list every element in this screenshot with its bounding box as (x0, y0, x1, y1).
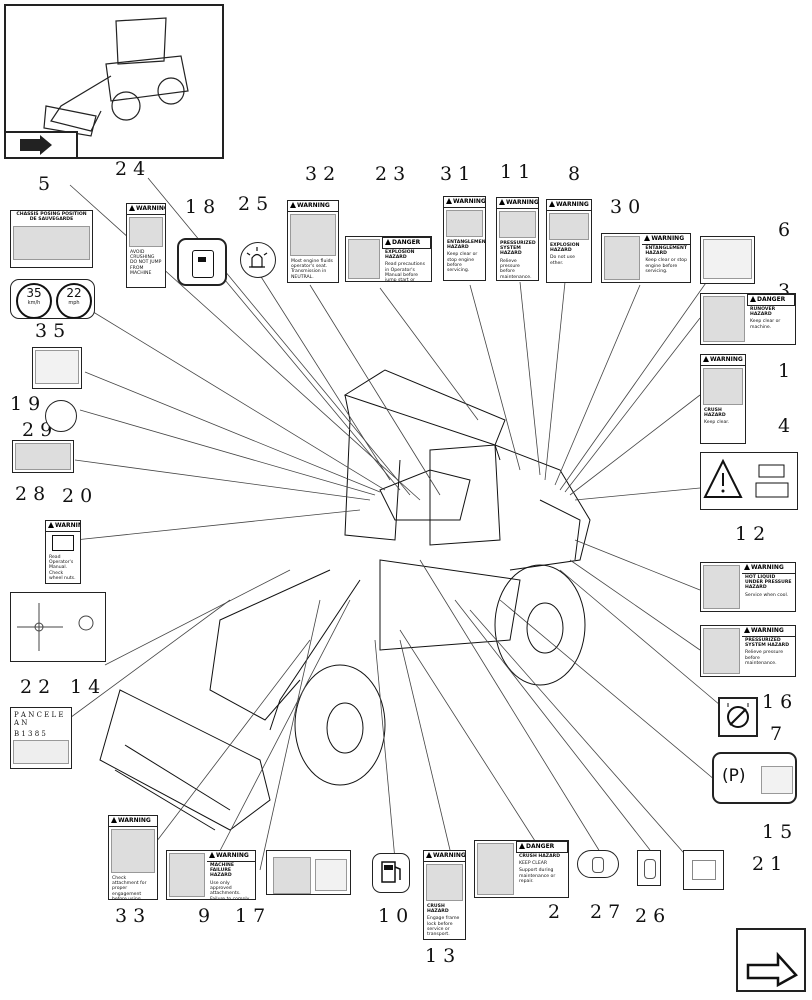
decal-6 (700, 236, 755, 284)
callout-21: 2 1 (752, 853, 782, 875)
beacon-icon (246, 247, 268, 268)
callout-8: 8 (568, 163, 580, 185)
callout-28: 2 8 (15, 483, 45, 505)
callout-13: 1 3 (425, 945, 455, 967)
decal-7-no-hook (718, 697, 758, 737)
callout-4: 4 (778, 415, 790, 437)
callout-25: 2 5 (238, 193, 268, 215)
callout-24: 2 4 (115, 158, 145, 180)
decal-10-fuel (372, 853, 410, 893)
decal-16-pressurized: WARNING PRESSURIZED SYSTEM HAZARD Reliev… (700, 625, 796, 677)
decal-22-line1: P A N C E L E A N (14, 711, 64, 728)
warning-triangle-key-icon (703, 458, 789, 498)
decal-12-hot-liquid: WARNING HOT LIQUID UNDER PRESSURE HAZARD… (700, 562, 796, 612)
callout-32: 3 2 (305, 163, 335, 185)
callout-23: 2 3 (375, 163, 405, 185)
callout-15: 1 5 (762, 821, 792, 843)
callout-22: 2 2 (20, 676, 50, 698)
book-icon (52, 534, 74, 551)
callout-26: 2 6 (635, 905, 665, 927)
decal-17 (266, 850, 351, 895)
callout-7: 7 (770, 723, 782, 745)
decal-11-pressurized: WARNING PRESSURIZED SYSTEM HAZARD Reliev… (496, 197, 539, 281)
decal-4 (700, 452, 798, 510)
decal-35-speed: 35 km/h 22 mph (10, 279, 95, 319)
hand-icon (644, 859, 656, 879)
callout-5: 5 (38, 173, 50, 195)
joystick-pattern-drawing (17, 603, 94, 651)
callout-30: 3 0 (610, 196, 640, 218)
callout-1: 1 (778, 360, 790, 382)
decal-20-read-manual: WARNING Read Operator's Manual. Check wh… (45, 520, 81, 584)
decal-15-parking-brake: (P) (712, 752, 797, 804)
decal-24-crushing-warning: WARNING AVOID CRUSHING DO NOT JUMP FROM … (126, 203, 166, 288)
view-arrow-icon (6, 131, 78, 157)
decal-1-crush-warning: WARNING CRUSH HAZARD Keep clear. (700, 354, 746, 444)
callout-6: 6 (778, 219, 790, 241)
decal-31-entanglement: WARNING ENTANGLEMENT HAZARD Keep clear o… (443, 196, 486, 281)
decal-2-crush-danger: DANGER CRUSH HAZARD KEEP CLEAR Support d… (474, 840, 569, 898)
callout-31: 3 1 (440, 163, 470, 185)
decal-27 (577, 850, 619, 878)
hand-icon (592, 857, 604, 873)
callout-27: 2 7 (590, 901, 620, 923)
decal-19 (32, 347, 82, 389)
callout-9: 9 (198, 905, 210, 927)
decal-26 (637, 850, 661, 886)
decal-33-attachment: WARNING Check attachment for proper enga… (108, 815, 158, 900)
no-hook-icon (727, 703, 749, 728)
decal-29 (45, 400, 77, 432)
battery-disconnect-icon (192, 250, 214, 278)
decal-22-line2: B 1 3 8 5 (14, 730, 46, 739)
decal-3-runover-danger: DANGER RUNOVER HAZARD Keep clear or mach… (700, 293, 796, 345)
decal-13-crush: WARNING CRUSH HAZARD Engage frame lock b… (423, 850, 466, 940)
loader-overview-drawing (43, 17, 189, 137)
callout-11: 1 1 (500, 161, 530, 183)
decal-14-joystick-pattern (10, 592, 106, 662)
decal-5-chassis-positioning: CHASSIS POSING POSITION DE SAUVEGARDE (10, 210, 93, 268)
callout-14: 1 4 (70, 676, 100, 698)
callout-2: 2 (548, 901, 560, 923)
decal-28 (12, 440, 74, 473)
decal-22: P A N C E L E A N B 1 3 8 5 (10, 707, 72, 769)
callout-17: 1 7 (235, 905, 265, 927)
callout-10: 1 0 (378, 905, 408, 927)
callout-16: 1 6 (762, 691, 792, 713)
callout-18: 1 8 (185, 196, 215, 218)
decal-21-manual (683, 850, 724, 890)
next-page-arrow-icon[interactable] (736, 928, 806, 992)
manual-icon (692, 860, 716, 880)
decal-30-entanglement: WARNING ENTANGLEMENT HAZARD Keep clear o… (601, 233, 691, 283)
decal-23-explosion-danger: DANGER EXPLOSION HAZARD Read precautions… (345, 236, 432, 282)
speed-mph-badge: 22 mph (56, 283, 92, 318)
decal-32-warning: WARNING Most engine fluids operator's se… (287, 200, 339, 283)
speed-kmh-badge: 35 km/h (16, 283, 52, 318)
decal-25-beacon (240, 242, 276, 278)
callout-35: 3 5 (35, 320, 65, 342)
fuel-pump-icon (381, 861, 401, 883)
callout-19: 1 9 (10, 393, 40, 415)
callout-12: 1 2 (735, 523, 765, 545)
callout-20: 2 0 (62, 485, 92, 507)
overview-thumbnail (4, 4, 224, 159)
parking-symbol: (P) (722, 766, 746, 786)
decal-18-battery-disconnect (177, 238, 227, 286)
callout-29: 2 9 (22, 419, 52, 441)
decal-9-machine-failure: WARNING MACHINE FAILURE HAZARD Use only … (166, 850, 256, 900)
decal-8-explosion-ether: WARNING EXPLOSION HAZARD Do not use ethe… (546, 199, 592, 283)
callout-33: 3 3 (115, 905, 145, 927)
